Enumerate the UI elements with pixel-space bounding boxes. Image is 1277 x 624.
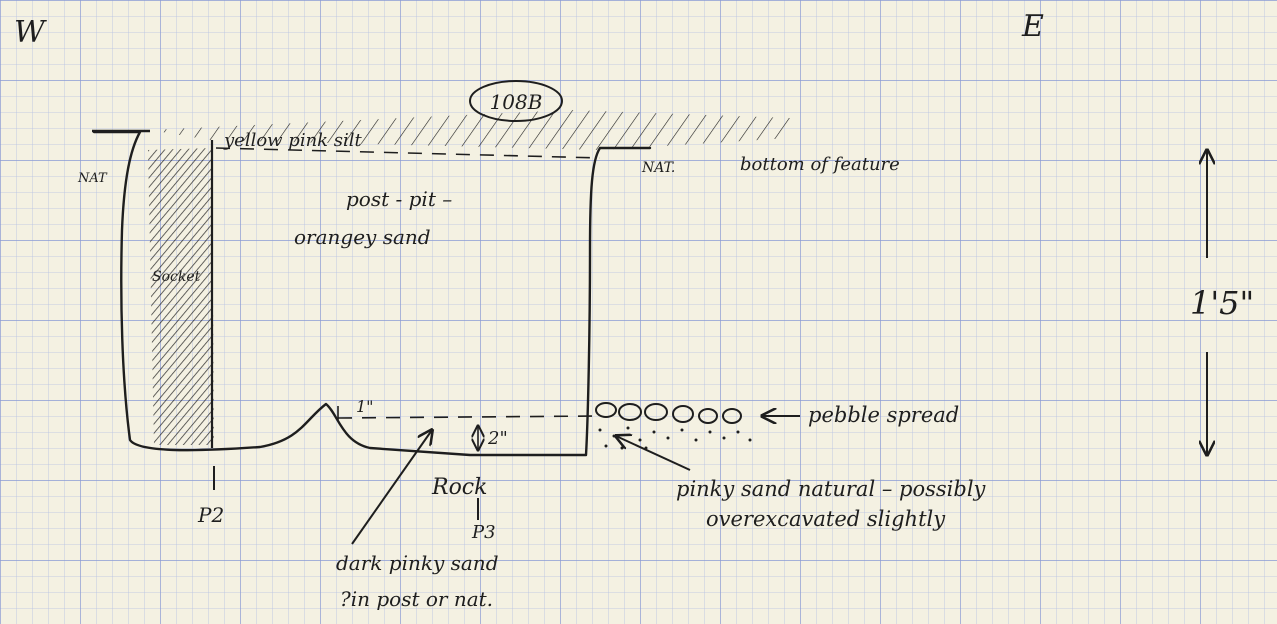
pebble <box>618 403 642 421</box>
feature-profile <box>92 130 652 457</box>
label-p2: P2 <box>197 503 224 527</box>
label-orangey-sand: orangey sand <box>294 225 431 249</box>
label-depth: 1'5" <box>1190 284 1254 322</box>
label-two-inch: 2" <box>487 428 508 449</box>
socket-fill <box>148 148 214 445</box>
label-nat-left: NAT <box>77 171 108 186</box>
label-one-inch: 1" <box>356 397 374 416</box>
label-socket: Socket <box>152 269 201 285</box>
label-pinky-sand-natural: pinky sand natural – possibly <box>676 477 987 501</box>
compass-west: W <box>14 15 47 50</box>
pebble-spread-group <box>595 402 742 424</box>
label-dark-pinky-sand: dark pinky sand <box>336 551 499 575</box>
pebble <box>722 408 742 424</box>
dark-sand-arrow <box>351 430 432 545</box>
pebble <box>672 405 694 423</box>
ground-hatching <box>150 110 790 150</box>
context-number: 108B <box>490 90 543 114</box>
compass-east: E <box>1021 9 1044 44</box>
label-rock: Rock <box>431 475 487 500</box>
label-post-pit: post - pit – <box>346 187 452 211</box>
label-nat-right: NAT. <box>641 160 675 176</box>
label-p3: P3 <box>471 522 496 543</box>
label-overexcavated: overexcavated slightly <box>706 507 946 531</box>
label-pebble-spread: pebble spread <box>808 403 959 427</box>
pebble <box>595 402 617 418</box>
label-in-post-or-nat: ?in post or nat. <box>340 587 493 611</box>
label-bottom-of-feature: bottom of feature <box>740 154 900 175</box>
pebble <box>644 403 668 421</box>
pebble-level-dashed <box>337 415 601 419</box>
label-yellow-pink-silt: yellow pink silt <box>223 130 363 151</box>
pinky-sand-arrow <box>616 436 691 471</box>
pebble <box>698 408 718 424</box>
silt-boundary-dashed <box>215 147 601 159</box>
